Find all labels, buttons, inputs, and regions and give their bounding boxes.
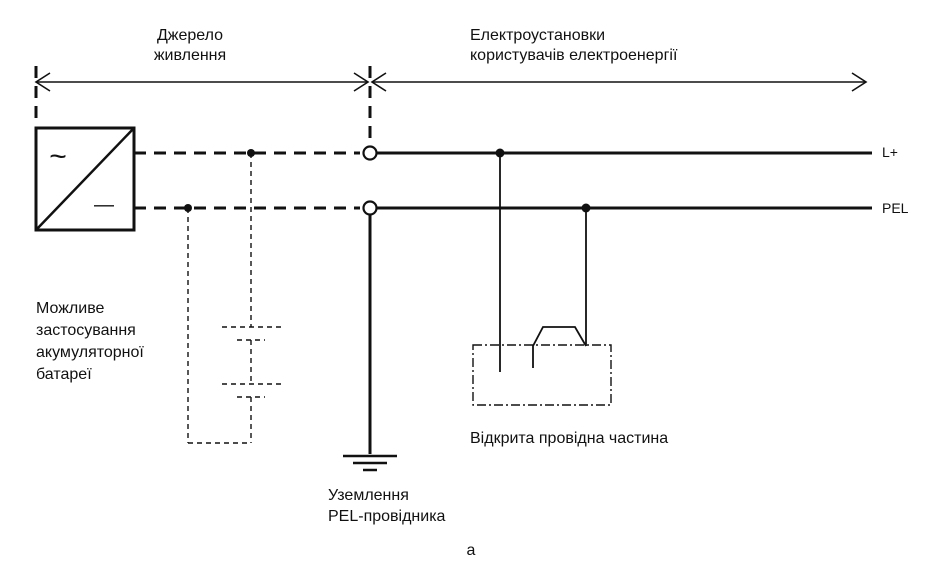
battery-note-line-4: батареї — [36, 366, 92, 383]
pel-conductor-label: PEL — [882, 200, 909, 216]
exposed-conductive-part — [472, 344, 612, 406]
battery-branch — [184, 149, 282, 444]
battery-note-line-1: Можливе — [36, 300, 105, 317]
pel-grounding — [343, 214, 397, 472]
exposed-part-label: Відкрита провідна частина — [470, 430, 668, 447]
consumer-label-line-1: Електроустановки — [470, 27, 605, 44]
consumer-label-line-2: користувачів електроенергії — [470, 47, 678, 64]
figure-letter: а — [467, 542, 476, 559]
source-label-line-1: Джерело — [157, 27, 223, 44]
grounding-label-line-1: Уземлення — [328, 487, 409, 504]
ac-symbol: ~ — [49, 140, 67, 173]
consumer-extent-arrow — [370, 72, 868, 92]
converter-symbol: ~ — — [34, 126, 136, 232]
positive-conductor-label: L+ — [882, 144, 898, 160]
grounding-label-line-2: PEL-провідника — [328, 508, 446, 525]
battery-note-line-2: застосування — [36, 322, 136, 339]
battery-note-line-3: акумуляторної — [36, 344, 144, 361]
pel-terminal — [362, 200, 378, 216]
source-label-line-2: живлення — [154, 47, 226, 64]
consumer-equipment — [472, 148, 612, 406]
dc-minus-symbol: — — [94, 194, 114, 216]
positive-terminal — [362, 145, 378, 161]
source-extent-arrow — [34, 72, 370, 92]
